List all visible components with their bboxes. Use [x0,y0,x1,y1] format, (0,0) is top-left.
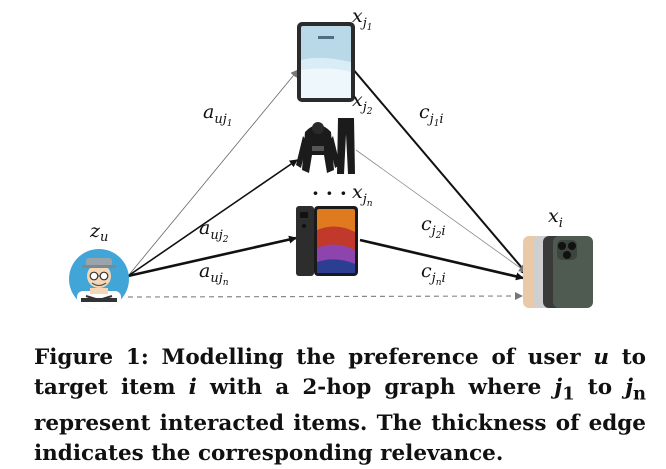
relevance-graph-diagram: zu xj1 xj2 · · · xjn [69,5,593,309]
edge-label-an: aujn [199,260,229,288]
edge-user-item1 [127,69,299,277]
edge-label-c1: cj1i [419,101,444,129]
edge-user-itemn [127,235,297,278]
item1-label: xj1 [352,5,372,33]
edge-label-a2: auj2 [199,217,229,245]
edge-label-a1: auj1 [203,101,232,129]
item2-label: xj2 [352,89,373,117]
edge-label-c2: cj2i [421,213,446,241]
edge-user-target [127,292,523,301]
edge-item1-target [351,67,529,276]
phones-icon [523,236,593,308]
tablet-icon [297,22,355,102]
ellipsis: · · · [312,181,347,205]
user-label: zu [89,220,108,245]
target-label: xi [548,205,563,231]
edge-item2-target [355,149,527,273]
edge-itemn-target [359,238,524,281]
figure-caption: Figure 1: Modelling the preference of us… [34,345,646,467]
user-avatar-icon [69,249,129,309]
itemn-label: xjn [352,181,373,209]
edge-user-item2 [127,159,298,277]
tracksuit-icon [296,118,355,174]
smartphone-icon [296,206,358,276]
edge-label-cn: cjni [421,260,446,288]
